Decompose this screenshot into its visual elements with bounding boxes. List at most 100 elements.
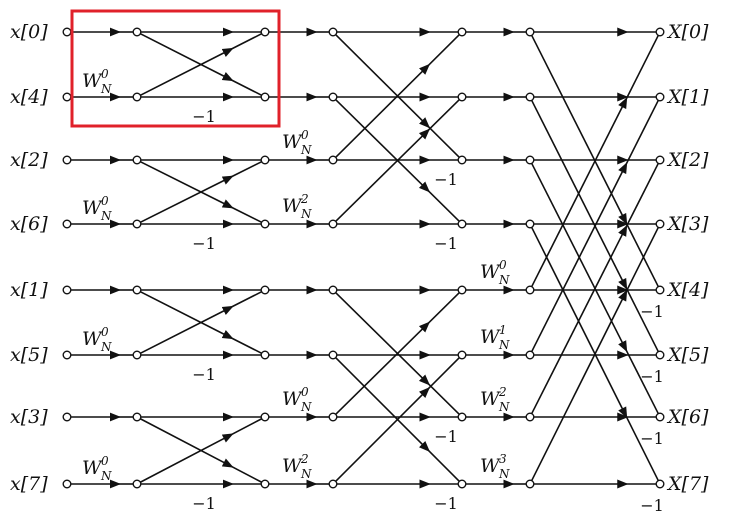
stage2-cross-up-6-tail	[427, 292, 460, 324]
twiddle-base: W	[282, 455, 303, 477]
node-c5-r6	[525, 412, 535, 422]
twiddle-subscript: N	[100, 340, 112, 354]
input-label-4: x[1]	[10, 279, 48, 301]
node-c1-r7	[132, 479, 142, 489]
node-c2-r0	[260, 27, 270, 37]
node-c5-r1	[525, 92, 535, 102]
input-label-6: x[3]	[10, 406, 48, 428]
node-c4-r4	[457, 285, 467, 295]
node-c4-r6	[457, 412, 467, 422]
node-c2-r1	[260, 92, 270, 102]
stage1-cross-up-2-tail	[231, 291, 262, 308]
stage3-minus-one-6: −1	[640, 429, 664, 448]
node-c0-r2	[62, 155, 72, 165]
twiddle-exponent: 0	[101, 454, 109, 468]
stage1-cross-up-0-tail	[231, 33, 262, 50]
stage2-cross-up-2	[335, 63, 431, 158]
node-c2-r3	[260, 219, 270, 229]
stage1-cross-up-1-tail	[231, 161, 262, 178]
stage3-cross-down-0-tail	[625, 222, 659, 287]
stage3-cross-up-4-tail	[625, 35, 659, 100]
output-label-7: X[7]	[666, 473, 709, 495]
twiddle-exponent: 0	[101, 67, 109, 81]
node-c0-r3	[62, 219, 72, 229]
stage1-cross-down-0-tail	[231, 79, 262, 96]
stage2-cross-up-7	[335, 386, 431, 482]
twiddle-exponent: 3	[499, 452, 507, 466]
node-c5-r2	[525, 155, 535, 165]
node-c3-r7	[328, 479, 338, 489]
stage1-minus-one-3: −1	[192, 494, 216, 513]
node-c2-r5	[260, 350, 270, 360]
twiddle-subscript: N	[498, 467, 510, 481]
stage3-cross-down-3-tail	[625, 416, 659, 481]
node-c5-r7	[525, 479, 535, 489]
twiddle-exponent: 0	[301, 128, 309, 142]
node-c6-r6	[655, 412, 665, 422]
node-c1-r5	[132, 350, 142, 360]
twiddle-subscript: N	[300, 143, 312, 157]
stage3-minus-one-7: −1	[640, 496, 664, 515]
stage1-cross-up-1	[140, 175, 234, 223]
stage1-cross-down-0	[140, 33, 234, 82]
stage1-minus-one-0: −1	[192, 107, 216, 126]
node-c4-r2	[457, 155, 467, 165]
output-label-3: X[3]	[666, 213, 709, 235]
twiddle-base: W	[282, 195, 303, 217]
stage3-cross-up-6	[531, 224, 628, 414]
node-c0-r7	[62, 479, 72, 489]
input-label-2: x[2]	[10, 149, 48, 171]
node-c1-r2	[132, 155, 142, 165]
twiddle-exponent: 2	[300, 192, 309, 206]
input-label-7: x[7]	[10, 473, 48, 495]
stage3-cross-down-2-tail	[625, 349, 659, 414]
node-c0-r5	[62, 350, 72, 360]
node-c3-r4	[328, 285, 338, 295]
input-label-3: x[6]	[10, 213, 48, 235]
stage2-cross-down-4	[335, 292, 431, 386]
highlighted-butterfly-box	[70, 9, 281, 128]
stage1-cross-down-2	[140, 291, 234, 340]
stage1-minus-one-1: −1	[192, 234, 216, 253]
node-c1-r1	[132, 92, 142, 102]
stage2-cross-up-3	[335, 128, 431, 222]
stage1-cross-up-3-tail	[231, 418, 262, 436]
twiddle-subscript: N	[100, 469, 112, 483]
node-c4-r7	[457, 479, 467, 489]
twiddle-exponent: 2	[300, 452, 309, 466]
node-c5-r3	[525, 219, 535, 229]
stage3-cross-up-7	[531, 289, 628, 481]
twiddle-base: W	[282, 131, 303, 153]
stage2-cross-down-0-tail	[427, 126, 460, 158]
stage3-cross-down-1-tail	[625, 287, 659, 352]
twiddle-base: W	[480, 455, 501, 477]
output-label-4: X[4]	[666, 279, 709, 301]
node-c1-r0	[132, 27, 142, 37]
node-c6-r7	[655, 479, 665, 489]
output-label-2: X[2]	[666, 149, 709, 171]
node-c5-r4	[525, 285, 535, 295]
stage2-minus-one-3: −1	[434, 234, 458, 253]
twiddle-base: W	[282, 388, 303, 410]
twiddle-subscript: N	[498, 338, 510, 352]
twiddle-subscript: N	[498, 273, 510, 287]
node-c1-r4	[132, 285, 142, 295]
node-c6-r4	[655, 285, 665, 295]
stage2-cross-up-3-tail	[427, 99, 460, 131]
output-label-0: X[0]	[666, 21, 709, 43]
node-c4-r5	[457, 350, 467, 360]
twiddle-base: W	[480, 261, 501, 283]
input-label-0: x[0]	[10, 21, 48, 43]
stage2-cross-down-1	[335, 99, 431, 193]
nodes	[62, 27, 665, 489]
node-c4-r1	[457, 92, 467, 102]
node-c6-r5	[655, 350, 665, 360]
